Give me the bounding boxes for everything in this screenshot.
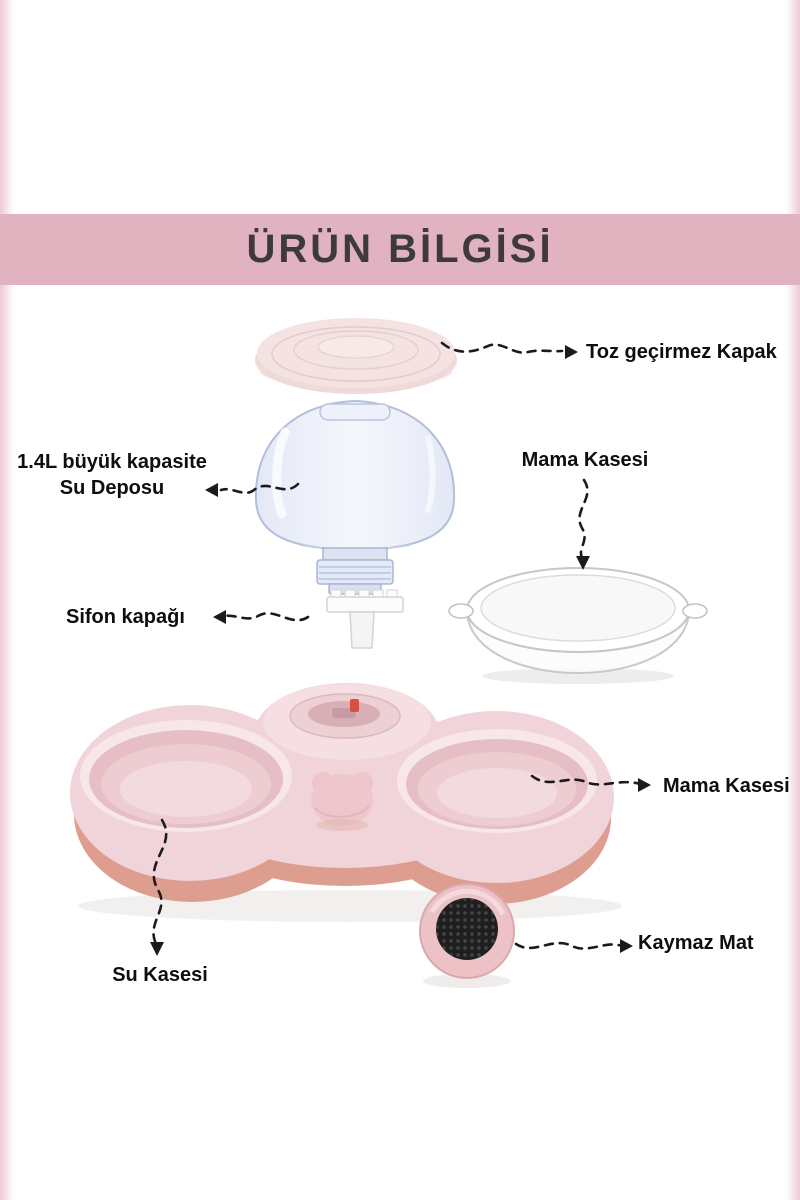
arrow-tank — [219, 482, 300, 495]
label-siphon-cap: Sifon kapağı — [66, 606, 185, 628]
arrow-mat — [514, 941, 624, 950]
title-banner: ÜRÜN BİLGİSİ — [0, 214, 800, 285]
feeder-base-illustration — [70, 683, 614, 904]
glass-food-bowl-illustration — [448, 567, 708, 675]
annotation-arrows — [152, 341, 642, 950]
arrow-food-bowl-top — [578, 478, 589, 562]
arrow-food-bowl-right — [530, 774, 642, 786]
arrow-water-bowl — [152, 818, 168, 946]
non-slip-foot-illustration — [419, 883, 515, 988]
label-dust-cover: Toz geçirmez Kapak — [586, 341, 777, 363]
arrow-siphon — [218, 612, 310, 622]
label-food-bowl-right: Mama Kasesi — [663, 775, 790, 797]
water-tank-illustration — [254, 399, 456, 595]
label-non-slip-mat: Kaymaz Mat — [638, 932, 754, 954]
label-water-bowl: Su Kasesi — [112, 964, 208, 986]
siphon-cap-illustration — [326, 589, 404, 649]
arrow-lid — [440, 341, 564, 354]
arrowheads — [150, 345, 651, 956]
label-water-tank-line1: 1.4L büyük kapasite — [17, 451, 207, 473]
label-water-tank: 1.4L büyük kapasite Su Deposu — [6, 449, 218, 501]
red-clip — [350, 699, 359, 712]
dust-cover-lid-illustration — [255, 318, 457, 394]
label-water-tank-line2: Su Deposu — [59, 477, 165, 499]
label-food-bowl-top: Mama Kasesi — [521, 449, 649, 471]
cat-bump — [311, 772, 373, 831]
page-title: ÜRÜN BİLGİSİ — [246, 227, 554, 271]
